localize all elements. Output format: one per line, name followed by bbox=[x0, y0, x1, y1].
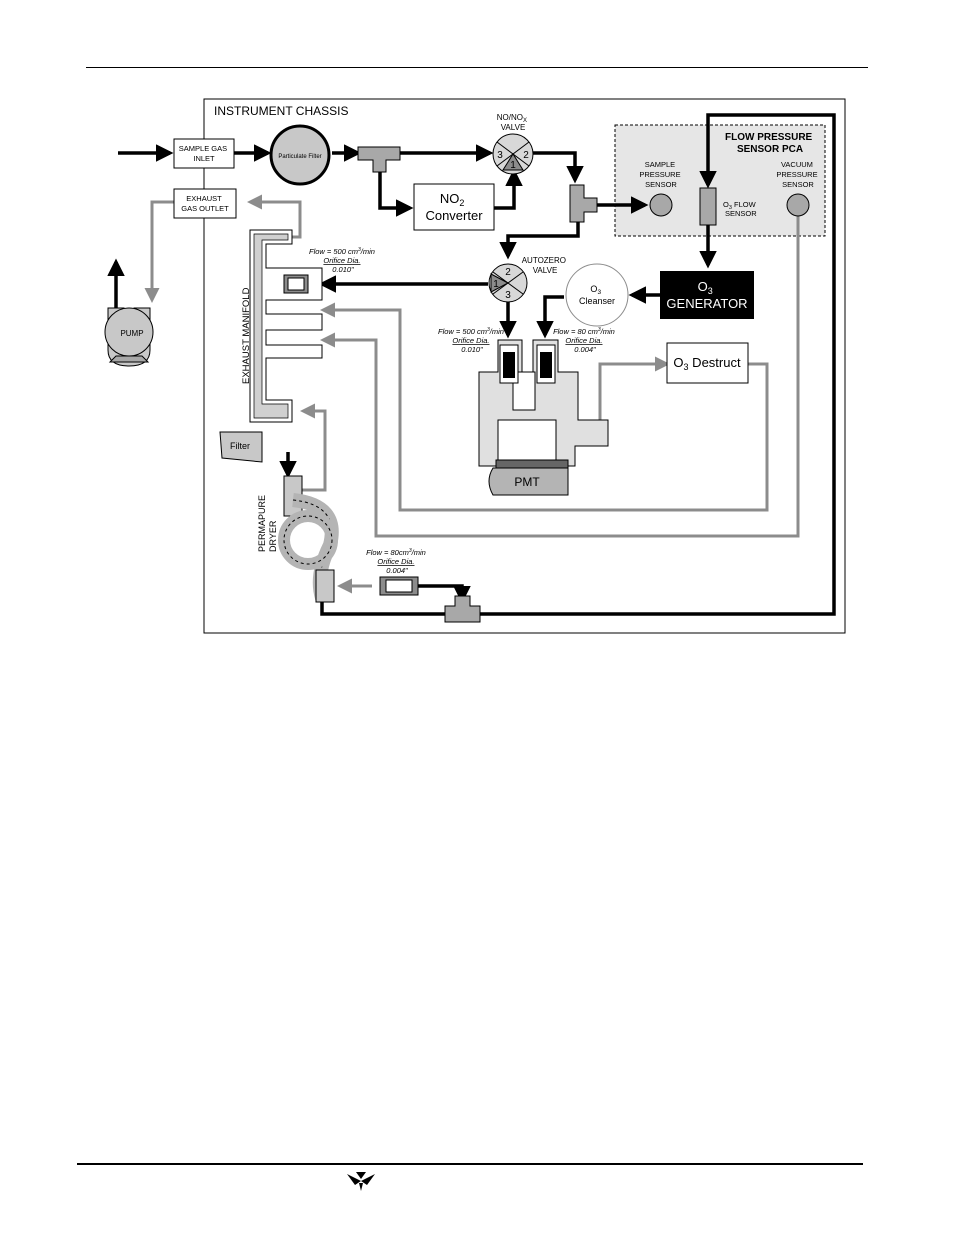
sample-sensor-label-1: SAMPLE bbox=[645, 160, 675, 169]
particulate-filter bbox=[269, 124, 331, 186]
svg-text:NO2 Converter: NO2 Converter bbox=[425, 191, 483, 223]
sample-inlet-label-1: SAMPLE GAS bbox=[179, 144, 227, 153]
pca-label-2: SENSOR PCA bbox=[737, 144, 803, 155]
footer-rule bbox=[77, 1163, 863, 1165]
header-rule bbox=[86, 67, 868, 68]
outlet-to-pump bbox=[144, 200, 174, 303]
pmt-label: PMT bbox=[514, 475, 540, 489]
exhaust-manifold bbox=[249, 229, 323, 423]
autozero-valve: 2 1 3 bbox=[488, 263, 528, 303]
no2-converter bbox=[413, 183, 495, 231]
sample-pressure-sensor bbox=[649, 193, 673, 217]
exhaust-manifold-label: EXHAUST MANIFOLD bbox=[241, 287, 252, 384]
o3-flow-sensor-label-2: SENSOR bbox=[725, 209, 757, 218]
cleanser-to-cell bbox=[536, 295, 564, 339]
exhaust-manifold-to-outlet bbox=[247, 194, 302, 239]
exhaust-outlet-label-2: GAS OUTLET bbox=[181, 204, 229, 213]
converter-to-valve bbox=[494, 168, 523, 210]
permapure-dryer bbox=[278, 475, 339, 603]
pump-tee bbox=[444, 595, 481, 623]
orifice-1-annotation: Flow = 500 cm3/min Orifice Dia. 0.010" bbox=[309, 247, 377, 274]
autozero-label-1: AUTOZERO bbox=[522, 256, 566, 265]
instrument-chassis bbox=[203, 98, 846, 634]
sample-sensor-label-2: PRESSURE bbox=[639, 170, 680, 179]
no2-converter-label-1: NO2 bbox=[440, 191, 465, 208]
sample-sensor-label-3: SENSOR bbox=[645, 180, 677, 189]
pump-label: PUMP bbox=[120, 329, 143, 338]
o3-cleanser-label-2: Cleanser bbox=[579, 296, 615, 306]
o3-generator-label-2: GENERATOR bbox=[666, 296, 747, 311]
svg-text:FLOW PRESSURE SENSOR PCA: FLOW PRESSURE SENSOR PCA bbox=[725, 132, 815, 155]
pmt bbox=[488, 467, 569, 496]
reaction-cell bbox=[478, 339, 609, 469]
pca-tee bbox=[569, 184, 598, 223]
exhaust-outlet-label-1: EXHAUST bbox=[186, 194, 222, 203]
pca-tee-to-autozero bbox=[499, 222, 580, 260]
orifice-3-annotation: Flow = 80 cm3/min Orifice Dia. 0.004" bbox=[553, 327, 617, 354]
vacuum-sensor-label-3: SENSOR bbox=[782, 180, 814, 189]
no-nox-port-3: 3 bbox=[497, 150, 503, 161]
vacuum-pressure-sensor bbox=[786, 193, 810, 217]
vacuum-sensor-return bbox=[320, 206, 800, 538]
svg-text:SAMPLE GAS INLET: SAMPLE GAS INLET bbox=[179, 144, 229, 163]
o3-generator bbox=[660, 271, 754, 319]
teledyne-logo bbox=[347, 1172, 375, 1191]
dryer-to-tee bbox=[320, 600, 445, 616]
exhaust-gas-outlet bbox=[173, 188, 237, 219]
inlet-tee bbox=[357, 146, 401, 173]
no-nox-port-2: 2 bbox=[523, 150, 529, 161]
pca-label-1: FLOW PRESSURE bbox=[725, 132, 813, 143]
vacuum-sensor-label-1: VACUUM bbox=[781, 160, 813, 169]
autozero-port-1: 1 bbox=[493, 279, 499, 290]
no-nox-valve: 3 2 1 bbox=[492, 133, 534, 175]
dryer-label-1: PERMAPURE bbox=[257, 495, 267, 552]
orifice-4-annotation: Flow = 80cm3/min Orifice Dia. 0.004" bbox=[366, 548, 428, 575]
svg-text:PERMAPURE DRYER: PERMAPURE DRYER bbox=[257, 492, 278, 552]
o3-cleanser-label-1: O3 bbox=[590, 284, 601, 296]
no-nox-valve-label-2: VALVE bbox=[501, 123, 526, 132]
autozero-port-2: 2 bbox=[505, 267, 511, 278]
svg-text:O3 FLOW SENSOR: O3 FLOW SENSOR bbox=[723, 200, 758, 218]
dryer-purge-return bbox=[300, 403, 327, 492]
chassis-label: INSTRUMENT CHASSIS bbox=[214, 104, 348, 118]
svg-text:EXHAUST GAS OUTLET: EXHAUST GAS OUTLET bbox=[181, 194, 229, 213]
pump-return-to-flow-sensor bbox=[470, 113, 836, 616]
svg-text:O3 GENERATOR: O3 GENERATOR bbox=[666, 279, 747, 311]
autozero-port-3: 3 bbox=[505, 290, 511, 301]
svg-text:VACUUM PRESSURE SENSOR: VACUUM PRESSURE SENSOR bbox=[776, 160, 819, 189]
filter bbox=[219, 431, 263, 463]
o3-flow-sensor bbox=[699, 187, 717, 226]
pump-line-orifice bbox=[379, 576, 419, 596]
no-nox-port-1: 1 bbox=[510, 160, 516, 171]
reaction-cell-exhaust bbox=[598, 356, 670, 420]
svg-text:SAMPLE PRESSURE SENSOR: SAMPLE PRESSURE SENSOR bbox=[639, 160, 682, 189]
sample-gas-inlet bbox=[173, 138, 235, 169]
o3-cleanser bbox=[565, 263, 629, 327]
svg-text:AUTOZERO VALVE: AUTOZERO VALVE bbox=[522, 256, 569, 275]
orifice-to-tee bbox=[418, 584, 471, 604]
tee-to-converter bbox=[378, 165, 414, 217]
pump bbox=[104, 307, 154, 367]
filter-label: Filter bbox=[230, 441, 250, 451]
valve-to-pca-tee bbox=[533, 151, 584, 184]
flow-pressure-sensor-pca bbox=[614, 124, 826, 237]
o3-flow-sensor-label-1: O3 FLOW bbox=[723, 200, 757, 211]
particulate-filter-label: Particulate Filter bbox=[278, 154, 321, 160]
dryer-label-2: DRYER bbox=[268, 520, 278, 552]
o3-destruct-return bbox=[320, 302, 769, 512]
svg-text:NO/NOX VALVE: NO/NOX VALVE bbox=[497, 113, 529, 132]
no-nox-valve-label-1: NO/NOX bbox=[497, 113, 527, 124]
no2-converter-label-2: Converter bbox=[425, 208, 483, 223]
o3-generator-label-1: O3 bbox=[698, 279, 713, 296]
vacuum-sensor-label-2: PRESSURE bbox=[776, 170, 817, 179]
autozero-label-2: VALVE bbox=[533, 266, 558, 275]
o3-destruct-label: O3 Destruct bbox=[673, 355, 741, 372]
sample-inlet-label-2: INLET bbox=[193, 154, 215, 163]
o3-destruct bbox=[666, 342, 749, 384]
svg-text:O3 Cleanser: O3 Cleanser bbox=[579, 284, 615, 306]
orifice-2-annotation: Flow = 500 cm3/min Orifice Dia. 0.010" bbox=[438, 327, 506, 354]
